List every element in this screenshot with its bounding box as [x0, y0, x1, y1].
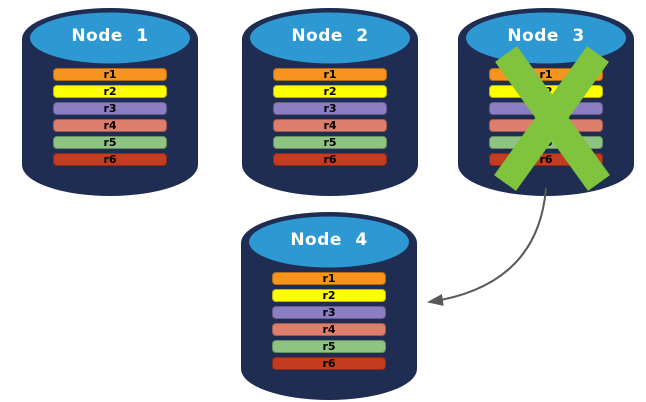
replica-rows: r1 r2 r3 r4 r5 r6 — [273, 68, 387, 166]
cylinder-top — [249, 216, 409, 268]
node-1: Node 1 r1 r2 r3 r4 r5 r6 — [22, 6, 198, 196]
replica-row-r1: r1 — [489, 68, 603, 81]
replica-row-r3: r3 — [53, 102, 167, 115]
replica-row-r3: r3 — [273, 102, 387, 115]
replica-row-r2: r2 — [272, 289, 386, 302]
node-title: Node 2 — [291, 26, 369, 46]
replica-row-r1: r1 — [272, 272, 386, 285]
node-title: Node 1 — [71, 26, 149, 46]
replica-row-r5: r5 — [273, 136, 387, 149]
replica-row-r4: r4 — [53, 119, 167, 132]
node-2: Node 2 r1 r2 r3 r4 r5 r6 — [242, 6, 418, 196]
replica-row-r2: r2 — [53, 85, 167, 98]
cylinder-top — [30, 12, 190, 64]
replica-row-r6: r6 — [273, 153, 387, 166]
replica-row-r6: r6 — [53, 153, 167, 166]
replica-row-r1: r1 — [53, 68, 167, 81]
replica-rows: r1 r2 r3 r4 r5 r6 — [53, 68, 167, 166]
node-title: Node 3 — [507, 26, 585, 46]
replica-row-r1: r1 — [273, 68, 387, 81]
replica-row-r5: r5 — [489, 136, 603, 149]
replica-row-r4: r4 — [272, 323, 386, 336]
arrow-curve — [427, 187, 547, 306]
cylinder-top — [250, 12, 410, 64]
replica-rows: r1 r2 r3 r4 r5 r6 — [489, 68, 603, 166]
replica-row-r4: r4 — [273, 119, 387, 132]
replica-row-r2: r2 — [489, 85, 603, 98]
node-3: Node 3 r1 r2 r3 r4 r5 r6 — [458, 6, 634, 196]
replica-row-r4: r4 — [489, 119, 603, 132]
node-4: Node 4 r1 r2 r3 r4 r5 r6 — [241, 210, 417, 400]
replica-row-r6: r6 — [489, 153, 603, 166]
replica-row-r6: r6 — [272, 357, 386, 370]
replica-row-r2: r2 — [273, 85, 387, 98]
replica-row-r5: r5 — [53, 136, 167, 149]
replica-row-r5: r5 — [272, 340, 386, 353]
node-title: Node 4 — [290, 230, 368, 250]
replica-row-r3: r3 — [272, 306, 386, 319]
replica-row-r3: r3 — [489, 102, 603, 115]
replica-rows: r1 r2 r3 r4 r5 r6 — [272, 272, 386, 370]
